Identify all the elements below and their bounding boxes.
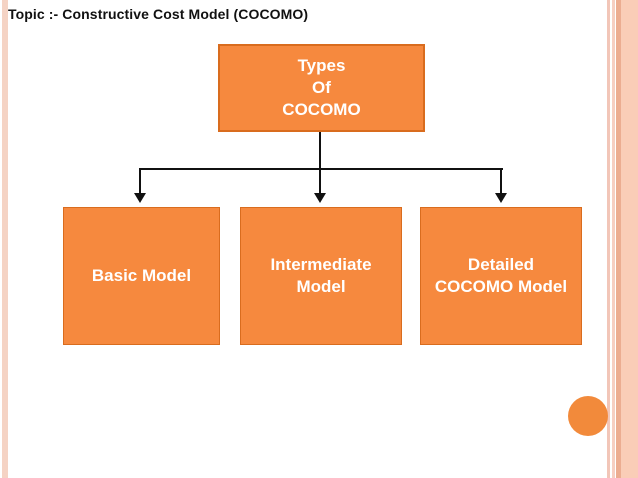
diagram-node-detailed-cocomo-model: Detailed COCOMO Model bbox=[420, 207, 582, 345]
node-label-line: Intermediate bbox=[270, 255, 372, 274]
diagram-node-intermediate-model: Intermediate Model bbox=[240, 207, 402, 345]
arrowhead-down-icon bbox=[134, 193, 146, 203]
connector-line-vertical-left bbox=[139, 168, 141, 194]
right-edge-stripe bbox=[612, 0, 615, 478]
right-edge-stripe bbox=[607, 0, 610, 478]
node-label-line: COCOMO Model bbox=[434, 277, 568, 296]
node-label-line: Of bbox=[312, 78, 331, 97]
accent-circle bbox=[568, 396, 608, 436]
node-label-line: Model bbox=[296, 277, 346, 296]
slide-title: Topic :- Constructive Cost Model (COCOMO… bbox=[8, 6, 309, 22]
node-label-line: Detailed bbox=[467, 255, 535, 274]
connector-line-vertical-center bbox=[319, 132, 321, 194]
node-label-line: Types bbox=[297, 56, 346, 75]
diagram-node-basic-model: Basic Model bbox=[63, 207, 220, 345]
diagram-node-types-of-cocomo: Types Of COCOMO bbox=[218, 44, 425, 132]
connector-line-horizontal bbox=[139, 168, 503, 170]
connector-line-vertical-right bbox=[500, 168, 502, 194]
right-edge-stripe bbox=[621, 0, 638, 478]
arrowhead-down-icon bbox=[314, 193, 326, 203]
node-label-line: Basic Model bbox=[91, 266, 192, 285]
left-edge-stripe bbox=[2, 0, 8, 478]
arrowhead-down-icon bbox=[495, 193, 507, 203]
node-label-line: COCOMO bbox=[282, 100, 361, 119]
right-edge-stripe bbox=[616, 0, 621, 478]
